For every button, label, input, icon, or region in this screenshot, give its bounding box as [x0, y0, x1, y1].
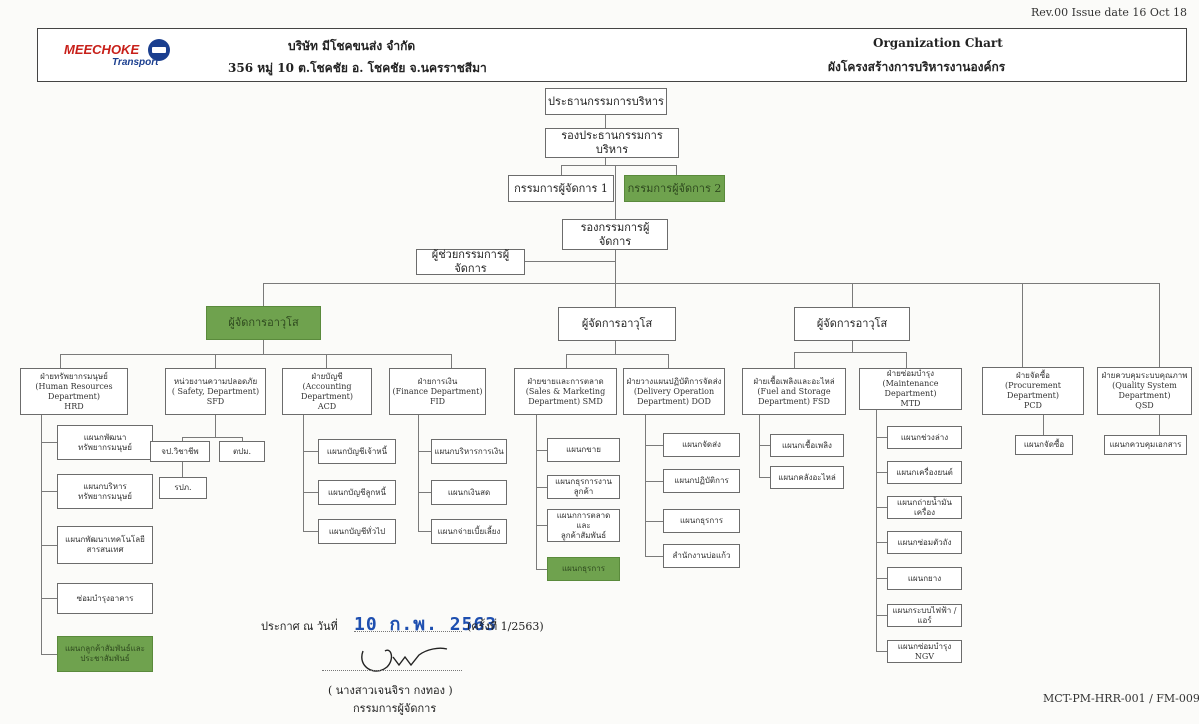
senior-manager-a-box: ผู้จัดการอาวุโส — [206, 306, 321, 340]
unit-fid-allowance: แผนกจ่ายเบี้ยเลี้ยง — [431, 519, 507, 544]
dept-sfd-box: หน่วยงานความปลอดภัย( Safety, Department)… — [165, 368, 266, 415]
managing-director-1-box: กรรมการผู้จัดการ 1 — [508, 175, 614, 202]
vice-chairman-box: รองประธานกรรมการบริหาร — [545, 128, 679, 158]
unit-sfd-security: รปภ. — [159, 477, 207, 499]
unit-acd-receivable: แผนกบัญชีลูกหนี้ — [318, 480, 396, 505]
chairman-box: ประธานกรรมการบริหาร — [545, 88, 667, 115]
unit-dod-delivery: แผนกจัดส่ง — [663, 433, 740, 457]
unit-dod-bokaeo-office: สำนักงานบ่อแก้ว — [663, 544, 740, 568]
dept-pcd-box: ฝ่ายจัดซื้อ(Procurement Department)PCD — [982, 367, 1084, 415]
unit-smd-customer-admin: แผนกธุรการงานลูกค้า — [547, 475, 620, 499]
logo-sub-text: Transport — [112, 57, 159, 68]
unit-hrd-administration: แผนกบริหารทรัพยากรมนุษย์ — [57, 474, 153, 509]
unit-mtd-engine: แผนกเครื่องยนต์ — [887, 461, 962, 484]
unit-mtd-ngv: แผนกซ่อมบำรุง NGV — [887, 640, 962, 663]
unit-hrd-building: ซ่อมบำรุงอาคาร — [57, 583, 153, 614]
unit-qsd-document-control: แผนกควบคุมเอกสาร — [1104, 435, 1187, 455]
unit-mtd-oil-change: แผนกถ่ายน้ำมันเครื่อง — [887, 496, 962, 519]
unit-smd-marketing: แผนกการตลาดและลูกค้าสัมพันธ์ — [547, 509, 620, 542]
document-header: MEECHOKE Transport บริษัท มีโชคขนส่ง จำก… — [37, 28, 1187, 82]
truck-icon — [148, 39, 170, 61]
company-address: 356 หมู่ 10 ต.โชคชัย อ. โชคชัย จ.นครราชส… — [228, 61, 487, 75]
dept-qsd-box: ฝ่ายควบคุมระบบคุณภาพ(Quality System Depa… — [1097, 367, 1192, 415]
unit-acd-payable: แผนกบัญชีเจ้าหนี้ — [318, 439, 396, 464]
dept-mtd-box: ฝ่ายซ่อมบำรุง(Maintenance Department)MTD — [859, 368, 962, 410]
announcement-suffix: (ครั้งที่ 1/2563) — [467, 620, 544, 633]
senior-manager-c-box: ผู้จัดการอาวุโส — [794, 307, 910, 341]
unit-fid-finance-admin: แผนกบริหารการเงิน — [431, 439, 507, 464]
chart-title-en: Organization Chart — [873, 36, 1003, 50]
revision-note: Rev.00 Issue date 16 Oct 18 — [1030, 6, 1187, 19]
dept-fid-box: ฝ่ายการเงิน(Finance Department)FID — [389, 368, 486, 415]
unit-hrd-development: แผนกพัฒนาทรัพยากรมนุษย์ — [57, 425, 153, 460]
company-name: บริษัท มีโชคขนส่ง จำกัด — [288, 39, 416, 53]
unit-smd-sales: แผนกขาย — [547, 438, 620, 462]
unit-fsd-parts-store: แผนกคลังอะไหล่ — [770, 466, 844, 489]
dept-fsd-box: ฝ่ายเชื้อเพลิงและอะไหล่(Fuel and Storage… — [742, 368, 846, 415]
assistant-md-box: ผู้ช่วยกรรมการผู้จัดการ — [416, 248, 525, 275]
unit-mtd-body-repair: แผนกซ่อมตัวถัง — [887, 531, 962, 554]
company-logo: MEECHOKE Transport — [64, 37, 194, 75]
handwritten-signature — [361, 647, 448, 672]
unit-hrd-it: แผนกพัฒนาเทคโนโลยีสารสนเทศ — [57, 526, 153, 564]
deputy-md-box: รองกรรมการผู้จัดการ — [562, 219, 668, 250]
signer-name: ( นางสาวเจนจิรา กงทอง ) — [328, 684, 453, 697]
unit-sfd-professional: จป.วิชาชีพ — [150, 441, 210, 462]
unit-mtd-electrical-ac: แผนกระบบไฟฟ้า / แอร์ — [887, 604, 962, 627]
unit-mtd-chassis: แผนกช่วงล่าง — [887, 426, 962, 449]
unit-dod-admin: แผนกธุรการ — [663, 509, 740, 533]
unit-pcd-purchasing: แผนกจัดซื้อ — [1015, 435, 1073, 455]
unit-fsd-fuel: แผนกเชื้อเพลิง — [770, 434, 844, 457]
document-code: MCT-PM-HRR-001 / FM-009 — [1043, 692, 1199, 705]
announcement-prefix: ประกาศ ณ วันที่ — [261, 620, 338, 633]
chart-title-th: ผังโครงสร้างการบริหารงานองค์กร — [828, 60, 1006, 74]
logo-main-text: MEECHOKE — [64, 42, 140, 57]
unit-acd-general: แผนกบัญชีทั่วไป — [318, 519, 396, 544]
unit-sfd-committee: ตปม. — [219, 441, 265, 462]
senior-manager-b-box: ผู้จัดการอาวุโส — [558, 307, 676, 341]
unit-fid-cash: แผนกเงินสด — [431, 480, 507, 505]
dept-acd-box: ฝ่ายบัญชี(Accounting Department)ACD — [282, 368, 372, 415]
unit-dod-operations: แผนกปฏิบัติการ — [663, 469, 740, 493]
announcement-date-stamp: 10 ก.พ. 2563 — [354, 614, 498, 635]
managing-director-2-box: กรรมการผู้จัดการ 2 — [624, 175, 725, 202]
unit-smd-admin: แผนกธุรการ — [547, 557, 620, 581]
unit-mtd-tires: แผนกยาง — [887, 567, 962, 590]
dept-hrd-box: ฝ่ายทรัพยากรมนุษย์(Human Resources Depar… — [20, 368, 128, 415]
unit-hrd-customer-relations: แผนกลูกค้าสัมพันธ์และประชาสัมพันธ์ — [57, 636, 153, 672]
signer-position: กรรมการผู้จัดการ — [353, 702, 437, 715]
dept-dod-box: ฝ่ายวางแผนปฏิบัติการจัดส่ง(Delivery Oper… — [623, 368, 725, 415]
